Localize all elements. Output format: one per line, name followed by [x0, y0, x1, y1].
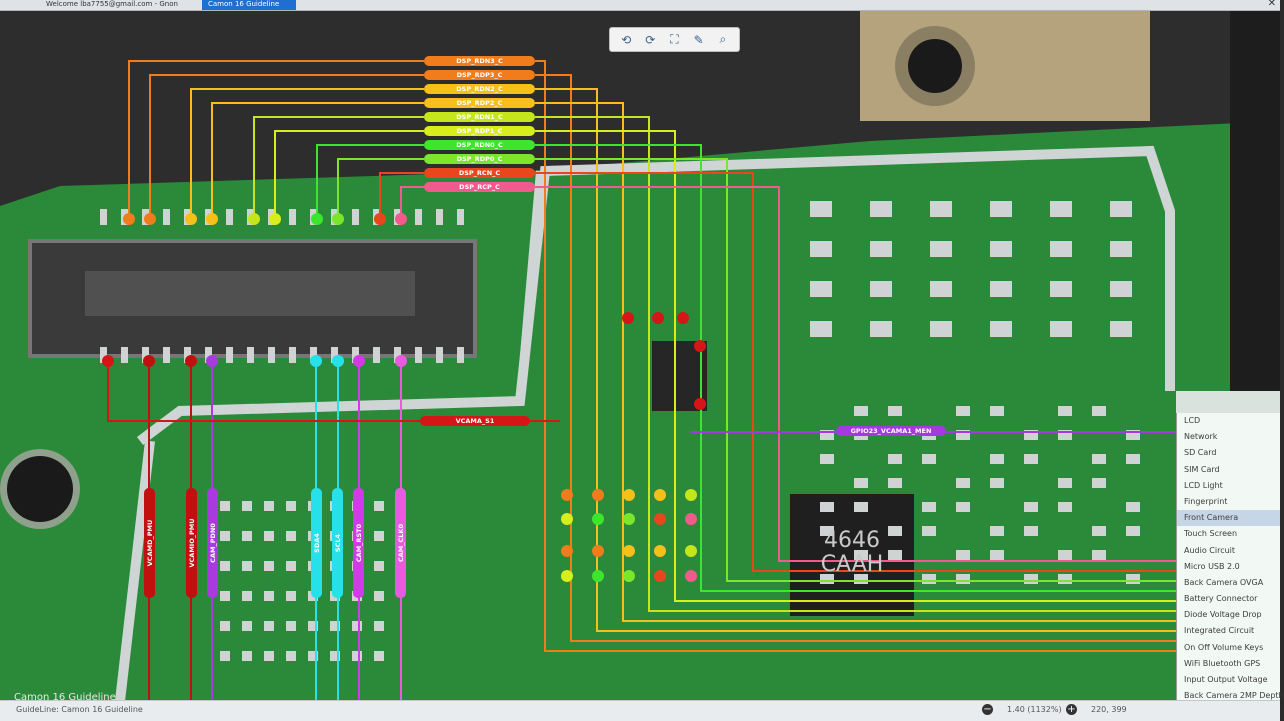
signal-label-cam-rst0[interactable]: CAM_RST0: [353, 488, 364, 598]
browser-tab-guideline[interactable]: Camon 16 Guideline: [202, 0, 296, 10]
menu-item-battery-connector[interactable]: Battery Connector: [1176, 591, 1280, 608]
status-guideline-text: GuideLine: Camon 16 Guideline: [16, 705, 143, 714]
menu-panel-header: [1176, 391, 1280, 413]
menu-item-front-camera[interactable]: Front Camera: [1176, 510, 1280, 527]
menu-item-network[interactable]: Network: [1176, 429, 1280, 446]
signal-label-dsp-rdp2[interactable]: DSP_RDP2_C: [424, 98, 535, 108]
signal-label-sda4[interactable]: SDA4: [311, 488, 322, 598]
menu-item-input-output-voltage[interactable]: Input Output Voltage: [1176, 672, 1280, 689]
signal-label-gpio23[interactable]: GPIO23_VCAMA1_MEN: [836, 426, 946, 436]
signal-label-dsp-rdn2[interactable]: DSP_RDN2_C: [424, 84, 535, 94]
close-icon[interactable]: ✕: [1267, 0, 1276, 9]
menu-item-lcd[interactable]: LCD: [1176, 413, 1280, 430]
browser-tab-bar: Welcome lba7755@gmail.com - Gnon Camon 1…: [0, 0, 1280, 11]
rotate-left-icon[interactable]: ⟲: [621, 32, 632, 47]
signal-label-dsp-rdn0[interactable]: DSP_RDN0_C: [424, 140, 535, 150]
signal-label-dsp-rdn1[interactable]: DSP_RDN1_C: [424, 112, 535, 122]
pcb-viewer[interactable]: ⟲ ⟳ ⛶ ✎ ⌕ DSP_RDN3_C DSP_RDP3_C DSP_RDN2…: [0, 11, 1284, 705]
menu-item-wifi-bluetooth-gps[interactable]: WiFi Bluetooth GPS: [1176, 655, 1280, 672]
zoom-in-button[interactable]: +: [1066, 704, 1077, 715]
search-icon[interactable]: ⌕: [719, 32, 727, 46]
signal-label-vcamio-pmu[interactable]: VCAMIO_PMU: [186, 488, 197, 598]
zoom-level: 1.40 (1132%): [1007, 705, 1062, 714]
status-bar: GuideLine: Camon 16 Guideline − 1.40 (11…: [0, 700, 1280, 721]
signal-label-vcama[interactable]: VCAMA_S1: [420, 416, 530, 426]
menu-item-fingerprint[interactable]: Fingerprint: [1176, 493, 1280, 511]
signal-label-dsp-rdp3[interactable]: DSP_RDP3_C: [424, 70, 535, 80]
menu-item-sd-card[interactable]: SD Card: [1176, 445, 1280, 462]
menu-item-audio-circuit[interactable]: Audio Circuit: [1176, 542, 1280, 559]
signal-label-cam-pdn0[interactable]: CAM_PDN0: [207, 488, 218, 598]
menu-item-micro-usb-2-0[interactable]: Micro USB 2.0: [1176, 558, 1280, 575]
menu-item-touch-screen[interactable]: Touch Screen: [1176, 526, 1280, 543]
signal-label-dsp-rdn3[interactable]: DSP_RDN3_C: [424, 56, 535, 66]
signal-label-cam-clk0[interactable]: CAM_CLK0: [395, 488, 406, 598]
signal-label-dsp-rcp[interactable]: DSP_RCP_C: [424, 182, 535, 192]
menu-item-on-off-volume-keys[interactable]: On Off Volume Keys: [1176, 639, 1280, 656]
signal-label-scl4[interactable]: SCL4: [332, 488, 343, 598]
menu-item-diode-voltage-drop[interactable]: Diode Voltage Drop: [1176, 607, 1280, 624]
signal-label-vcamd-pmu[interactable]: VCAMD_PMU: [144, 488, 155, 598]
signal-label-dsp-rcn[interactable]: DSP_RCN_C: [424, 168, 535, 178]
menu-item-sim-card[interactable]: SIM Card: [1176, 461, 1280, 478]
menu-item-lcd-light[interactable]: LCD Light: [1176, 477, 1280, 494]
signal-label-dsp-rdp1[interactable]: DSP_RDP1_C: [424, 126, 535, 136]
cursor-coordinates: 220, 399: [1091, 705, 1127, 714]
pen-tool-icon[interactable]: ✎: [693, 32, 704, 47]
chip-marking: 4646 CAAH: [820, 528, 884, 577]
menu-item-integrated-circuit[interactable]: Integrated Circuit: [1176, 623, 1280, 640]
board-watermark-label: Camon 16 Guideline: [14, 692, 116, 703]
browser-tab-welcome[interactable]: Welcome lba7755@gmail.com - Gnon: [46, 0, 178, 8]
rotate-right-icon[interactable]: ⟳: [645, 32, 656, 47]
zoom-out-button[interactable]: −: [982, 704, 993, 715]
fit-screen-icon[interactable]: ⛶: [670, 32, 679, 46]
viewer-toolbar: ⟲ ⟳ ⛶ ✎ ⌕: [609, 27, 740, 52]
signal-label-dsp-rdp0[interactable]: DSP_RDP0_C: [424, 154, 535, 164]
menu-item-back-camera-ovga[interactable]: Back Camera OVGA: [1176, 574, 1280, 592]
